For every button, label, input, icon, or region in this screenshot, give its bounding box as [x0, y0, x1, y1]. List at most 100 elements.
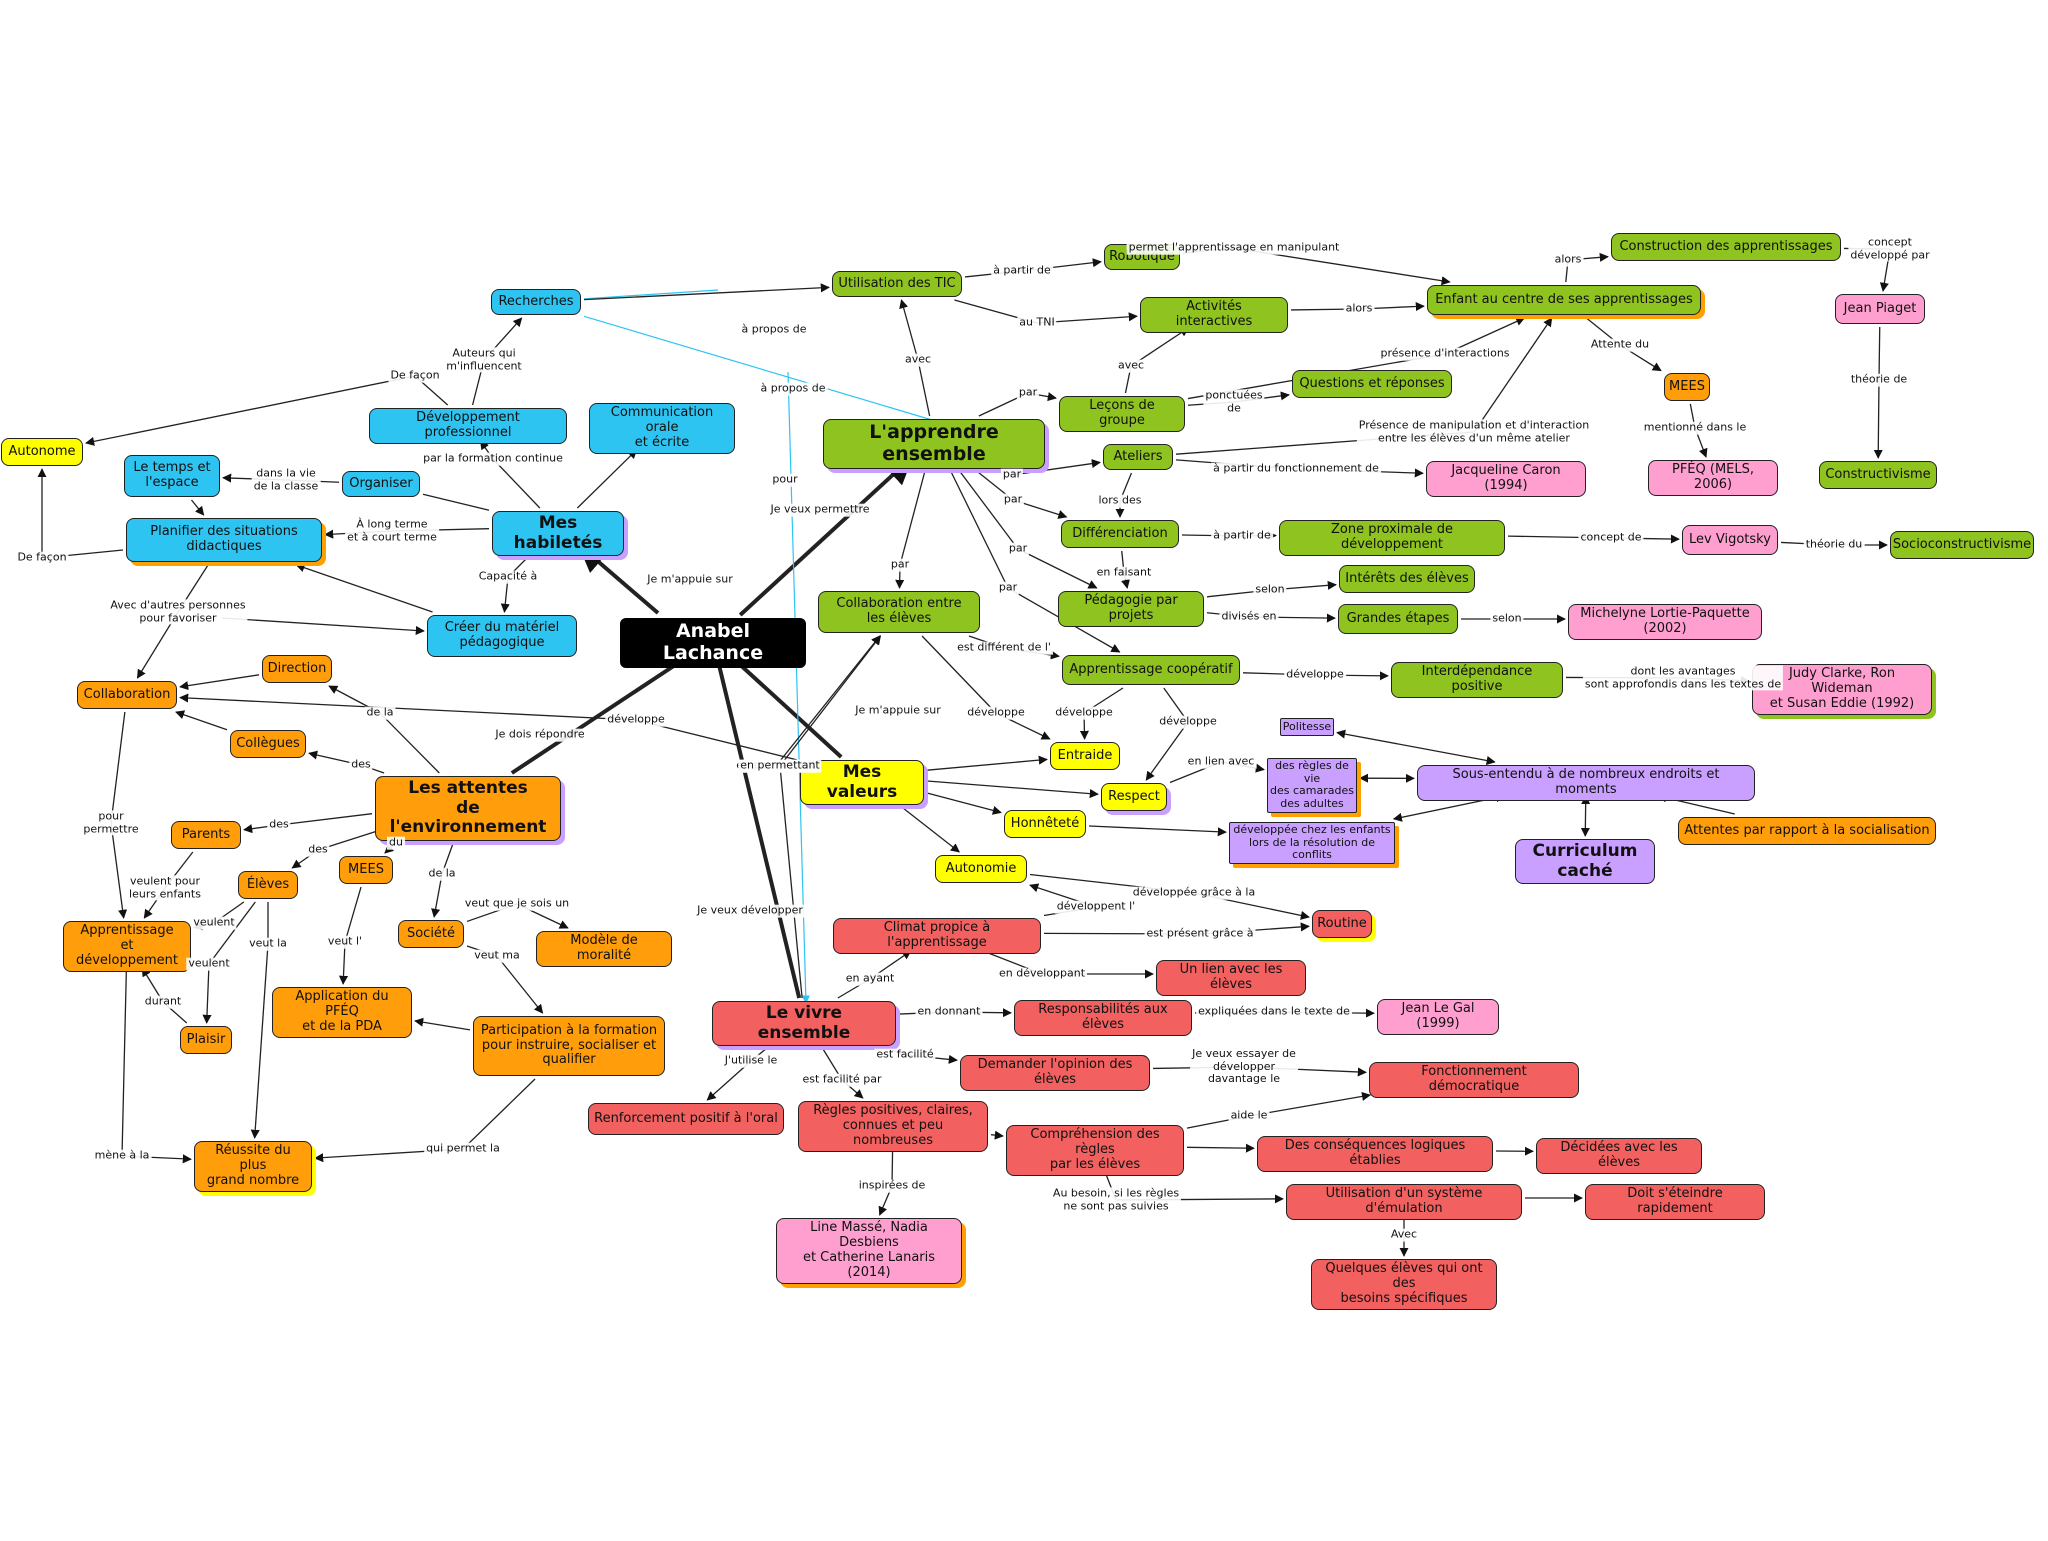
- node-apprendre: L'apprendre ensemble: [823, 419, 1045, 469]
- link-label-expliquees: expliquées dans le texte de: [1196, 1004, 1352, 1019]
- connector-line: [926, 780, 1099, 799]
- link-label-en-lien: en lien avec: [1185, 754, 1257, 769]
- node-recherches: Recherches: [491, 289, 581, 315]
- link-label-apropos1: à propos de: [739, 322, 809, 337]
- link-label-durant: durant: [142, 994, 184, 1009]
- connector-line: [921, 635, 997, 714]
- connector-line: [121, 967, 128, 1157]
- link-label-developpe4: développe: [1284, 667, 1346, 682]
- link-label-qui-permet: qui permet la: [424, 1141, 502, 1156]
- node-respect: Respect: [1101, 783, 1167, 811]
- connector-line: [738, 456, 914, 617]
- link-label-avec3: Avec: [1388, 1227, 1420, 1242]
- link-label-auteurs: Auteurs qui m'influencent: [444, 346, 524, 373]
- link-label-veut-ma: veut ma: [472, 948, 522, 963]
- connector-line: [1088, 825, 1227, 837]
- link-label-developpe3: développe: [1157, 714, 1219, 729]
- link-label-au-besoin: Au besoin, si les règles ne sont pas sui…: [1050, 1186, 1182, 1213]
- link-label-est-present: est présent grâce à: [1144, 926, 1256, 941]
- connector-line: [344, 886, 362, 943]
- node-tempsespace: Le temps et l'espace: [124, 455, 220, 497]
- node-creer: Créer du matériel pédagogique: [427, 615, 577, 657]
- node-lecons: Leçons de groupe: [1059, 396, 1185, 432]
- node-societe: Société: [398, 920, 464, 948]
- node-lortie: Michelyne Lortie-Paquette (2002): [1568, 604, 1762, 640]
- link-label-des2: des: [267, 817, 291, 832]
- link-label-en-permettant: en permettant: [738, 758, 822, 773]
- connector-line: [583, 315, 933, 421]
- node-eteindre: Doit s'éteindre rapidement: [1585, 1184, 1765, 1220]
- link-label-ponctuees: ponctuées de: [1203, 388, 1265, 415]
- link-label-selon2: selon: [1490, 611, 1524, 626]
- node-anabel: Anabel Lachance: [620, 618, 806, 668]
- node-collab-eleves: Collaboration entre les élèves: [818, 591, 980, 633]
- node-differenciation: Différenciation: [1061, 520, 1179, 548]
- link-label-developpe1: développe: [605, 712, 667, 727]
- link-label-veut-la: veut la: [247, 936, 289, 951]
- node-comm: Communication orale et écrite: [589, 403, 735, 454]
- connector-line: [462, 1078, 536, 1150]
- connector-line: [1011, 459, 1101, 476]
- node-ateliers: Ateliers: [1103, 444, 1173, 470]
- node-vigotsky: Lev Vigotsky: [1682, 525, 1778, 555]
- connector-line: [576, 449, 638, 509]
- link-label-a-partir-de: à partir de: [991, 263, 1053, 278]
- link-label-alors1: alors: [1343, 301, 1375, 316]
- connector-line: [1130, 327, 1190, 367]
- connector-line: [1873, 379, 1883, 459]
- node-democratique: Fonctionnement démocratique: [1369, 1062, 1579, 1098]
- link-label-apropos2: à propos de: [758, 381, 828, 396]
- link-label-avec1: avec: [902, 352, 934, 367]
- link-label-de-facon2: De façon: [15, 550, 69, 565]
- node-habiletes: Mes habiletés: [492, 511, 624, 557]
- node-politesse: Politesse: [1280, 718, 1334, 736]
- connector-line: [706, 1060, 752, 1101]
- link-label-par6: par: [888, 557, 912, 572]
- node-regles-vie: des règles de vie des camarades des adul…: [1267, 758, 1357, 813]
- connector-line: [1878, 326, 1881, 381]
- link-label-veulent2: veulent: [186, 956, 232, 971]
- link-label-capacite: Capacité à: [476, 569, 540, 584]
- node-tic: Utilisation des TIC: [832, 271, 962, 297]
- link-label-au-tni: au TNI: [1017, 315, 1057, 330]
- node-construction: Construction des apprentissages: [1611, 233, 1841, 261]
- node-regles-pos: Règles positives, claires, connues et pe…: [798, 1101, 988, 1152]
- link-label-dans-vie: dans la vie de la classe: [251, 466, 321, 493]
- connector-line: [1473, 317, 1553, 433]
- connector-line: [208, 901, 256, 965]
- connector-line: [379, 712, 440, 774]
- link-label-est-facilite: est facilité: [874, 1047, 936, 1062]
- node-piaget: Jean Piaget: [1835, 294, 1925, 324]
- node-comprehension: Compréhension des règles par les élèves: [1006, 1125, 1184, 1176]
- connector-line: [779, 635, 882, 767]
- node-pfeq-pda: Application du PFÉQ et de la PDA: [272, 987, 412, 1038]
- link-label-de-la2: de la: [426, 866, 458, 881]
- link-label-mene-a: mène à la: [92, 1148, 152, 1163]
- connector-line: [739, 663, 843, 759]
- link-label-apartir-fonct: à partir du fonctionnement de: [1211, 461, 1381, 476]
- connector-line: [1017, 548, 1098, 589]
- link-label-aide-le: aide le: [1228, 1108, 1270, 1123]
- link-label-du: du: [387, 835, 405, 850]
- connector-line: [510, 663, 677, 775]
- node-devpro: Développement professionnel: [369, 408, 567, 444]
- node-questions: Questions et réponses: [1292, 370, 1452, 398]
- node-zone: Zone proximale de développement: [1279, 520, 1505, 556]
- node-mees-g: MEES: [1664, 373, 1710, 401]
- link-label-en-developpant: en développant: [996, 966, 1088, 981]
- connector-line: [175, 710, 228, 731]
- connector-line: [202, 963, 212, 1024]
- node-valeurs: Mes valeurs: [800, 760, 924, 806]
- node-apprentissage-dev: Apprentissage et développement: [63, 921, 191, 972]
- link-label-alors2: alors: [1552, 252, 1584, 267]
- node-clarke: Judy Clarke, Ron Wideman et Susan Eddie …: [1752, 664, 1932, 715]
- node-grandes: Grandes étapes: [1338, 604, 1458, 634]
- connector-line: [431, 873, 443, 918]
- link-label-par4: par: [1006, 541, 1030, 556]
- connector-line: [496, 955, 544, 1014]
- link-label-theorie-de: théorie de: [1848, 372, 1910, 387]
- node-moralite: Modèle de moralité: [536, 931, 672, 967]
- link-label-developpent: développent l': [1054, 899, 1138, 914]
- link-label-veulent-pour: veulent pour leurs enfants: [127, 874, 203, 901]
- connector-line: [583, 283, 830, 301]
